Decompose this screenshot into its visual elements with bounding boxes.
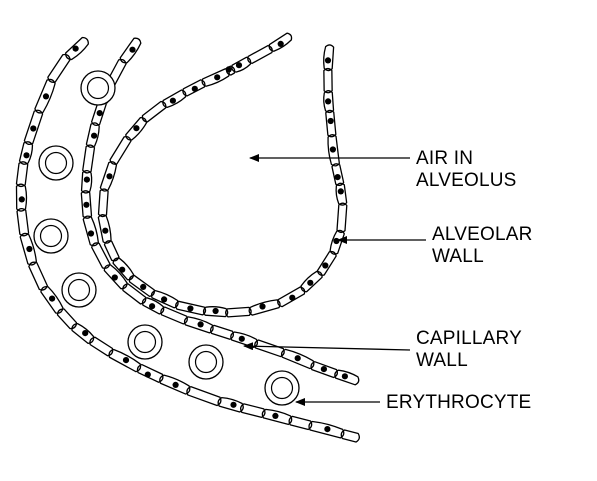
- cell-nucleus: [329, 146, 336, 153]
- erythrocyte: [33, 218, 69, 254]
- erythrocyte-label: ERYTHROCYTE: [386, 392, 531, 414]
- cell-nucleus: [87, 230, 95, 237]
- cell-nucleus: [214, 74, 221, 81]
- cell-nucleus: [235, 62, 243, 69]
- cell-nucleus: [133, 125, 140, 132]
- cell-nucleus: [225, 66, 232, 73]
- cell-nucleus: [119, 266, 126, 273]
- cell-nucleus: [26, 245, 33, 253]
- erythrocyte-label-text: ERYTHROCYTE: [386, 392, 532, 413]
- cell-nucleus: [334, 174, 341, 181]
- capillary-wall-pointer: [243, 342, 411, 351]
- cell-nucleus: [327, 117, 334, 125]
- capillary-wall-label: CAPILLARY WALL: [416, 328, 522, 372]
- cell-nucleus: [111, 274, 118, 281]
- cell-nucleus: [169, 97, 176, 104]
- alveolar-wall-label: ALVEOLAR WALL: [432, 224, 533, 268]
- cell-nucleus: [161, 296, 168, 303]
- erythrocytes: [33, 70, 300, 406]
- erythrocyte: [264, 370, 300, 406]
- cell-nucleus: [289, 294, 296, 301]
- cell-nucleus: [129, 46, 136, 53]
- cell-nucleus: [230, 401, 237, 408]
- cell-nucleus: [18, 196, 25, 203]
- cell-nucleus: [83, 176, 90, 183]
- cell-nucleus: [187, 305, 194, 312]
- erythrocyte: [127, 324, 163, 360]
- air-in-label: AIR IN ALVEOLUS: [416, 148, 517, 192]
- cell-nucleus: [277, 40, 284, 48]
- cell-nucleus: [49, 295, 56, 302]
- cell-nucleus: [30, 125, 37, 132]
- cell-nucleus: [324, 426, 331, 433]
- cell-nucleus: [91, 132, 98, 139]
- cell-nucleus: [324, 57, 332, 64]
- cell-nucleus: [259, 303, 266, 310]
- alveolar-wall-label-line1: ALVEOLAR: [432, 224, 533, 245]
- cell-nucleus: [149, 303, 156, 310]
- cell-nucleus: [337, 188, 344, 195]
- cell-nucleus: [212, 307, 219, 315]
- cell-nucleus: [341, 373, 348, 380]
- cell-nucleus: [197, 321, 204, 328]
- cell-nucleus: [294, 355, 301, 362]
- cell-nucleus: [322, 262, 329, 269]
- cell-nucleus: [191, 85, 198, 92]
- cell-nucleus: [96, 110, 103, 117]
- erythrocyte: [38, 145, 74, 181]
- cell-nucleus: [320, 366, 327, 373]
- cell-nucleus: [42, 93, 50, 100]
- cell-nucleus: [102, 227, 109, 234]
- cell-nucleus: [307, 279, 314, 286]
- cell-nucleus: [325, 98, 332, 105]
- cell-nucleus: [140, 283, 147, 290]
- air-in-label-line2: ALVEOLUS: [416, 170, 517, 191]
- cell-nucleus: [238, 335, 245, 342]
- erythrocyte: [188, 344, 224, 380]
- cell-nucleus: [172, 381, 179, 388]
- capillary-wall-label-line1: CAPILLARY: [416, 328, 523, 349]
- air-in-label-line1: AIR IN: [416, 148, 474, 169]
- cell-nucleus: [272, 412, 279, 419]
- cell-nucleus: [144, 371, 151, 378]
- erythrocyte: [61, 272, 97, 308]
- cell-nucleus: [333, 237, 340, 245]
- alveolar-wall-label-line2: WALL: [432, 246, 484, 267]
- cell-nucleus: [82, 330, 89, 337]
- cell-nucleus: [122, 357, 130, 364]
- cell-nucleus: [23, 152, 30, 159]
- cell-nucleus: [83, 201, 90, 208]
- capillary-wall-label-line2: WALL: [416, 350, 468, 371]
- cell-nucleus: [106, 173, 113, 180]
- cell-nucleus: [72, 45, 79, 52]
- erythrocyte: [80, 70, 116, 106]
